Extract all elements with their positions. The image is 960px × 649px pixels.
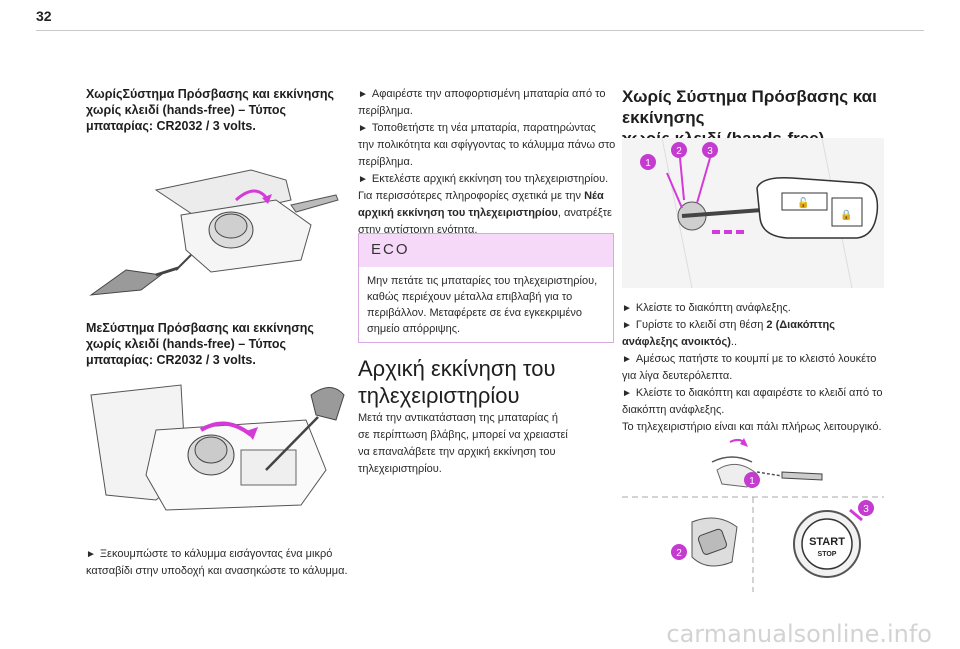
text-line: Το τηλεχειριστήριο είναι και πάλι πλήρως… — [622, 421, 882, 433]
line-text: Για περισσότερες πληροφορίες σχετικά με … — [358, 190, 582, 202]
section-body: Μετά την αντικατάσταση της μπαταρίας ή σ… — [358, 410, 620, 478]
callout-number: 1 — [645, 158, 651, 169]
text-line: ανάφλεξης ανοικτός).. — [622, 334, 922, 351]
play-arrow-icon: ► — [86, 549, 96, 560]
line-text: Γυρίστε το κλειδί στη θέση — [635, 319, 764, 331]
col3-instructions: ►Κλείστε το διακόπτη ανάφλεξης. ►Γυρίστε… — [622, 300, 922, 436]
section-line: Μετά την αντικατάσταση της μπαταρίας ή — [358, 412, 558, 424]
eco-box: ECO Μην πετάτε τις μπαταρίες του τηλεχει… — [358, 233, 614, 343]
section-line: να επαναλάβετε την αρχική εκκίνηση του — [358, 446, 556, 458]
text-line: περίβλημα. — [358, 105, 413, 117]
eco-line: σημείο απόρριψης. — [367, 323, 461, 335]
key-in-ignition-illustration: 🔓 🔒 1 2 3 — [622, 138, 884, 288]
bullet-text: Ξεκουμπώστε το κάλυμμα εισάγοντας ένα μι… — [99, 548, 333, 560]
line-text: Αμέσως πατήστε το κουμπί με το κλειστό λ… — [635, 353, 877, 365]
key-fob-open-illustration — [90, 384, 345, 511]
key-fob-icon — [154, 169, 339, 273]
line-text: Εκτελέστε αρχική εκκίνηση του τηλεχειρισ… — [371, 173, 609, 185]
text-line: ►Εκτελέστε αρχική εκκίνηση του τηλεχειρι… — [358, 171, 620, 188]
bullet-line: ►Ξεκουμπώστε το κάλυμμα εισάγοντας ένα μ… — [86, 546, 351, 563]
play-arrow-icon: ► — [622, 303, 632, 314]
callout-number: 2 — [676, 548, 682, 559]
section-line: σε περίπτωση βλάβης, μπορεί να χρειαστεί — [358, 429, 568, 441]
callout-3: 3 — [858, 500, 874, 516]
start-stop-button-icon: START STOP — [793, 510, 861, 578]
line-text: Κλείστε το διακόπτη και αφαιρέστε το κλε… — [635, 387, 883, 399]
bold-reference: αρχική εκκίνηση του τηλεχειριστηρίου — [358, 207, 558, 219]
svg-text:🔓: 🔓 — [797, 196, 809, 209]
watermark: carmanualsonline.info — [666, 620, 932, 648]
col2-instructions: ►Αφαιρέστε την αποφορτισμένη μπαταρία απ… — [358, 86, 620, 239]
text-line: ►Τοποθετήστε τη νέα μπαταρία, παρατηρώντ… — [358, 120, 620, 137]
bold-position: 2 (Διακόπτης — [766, 319, 835, 331]
ref-suffix: , ανατρέξτε — [557, 207, 612, 219]
text-line: ►Κλείστε το διακόπτη ανάφλεξης. — [622, 300, 922, 317]
callout-number: 3 — [863, 504, 869, 515]
play-arrow-icon: ► — [358, 174, 368, 185]
heading-line: χωρίς κλειδί (hands-free) – Τύπος — [86, 337, 286, 351]
eco-line: περιβάλλον. Μεταφέρετε σε ένα εγκεκριμέν… — [367, 307, 582, 319]
text-line: ►Κλείστε το διακόπτη και αφαιρέστε το κλ… — [622, 385, 922, 402]
top-rule — [36, 30, 924, 31]
screwdriver-icon — [265, 387, 345, 471]
eco-line: καθώς περιέχουν μέταλλα επιβλαβή για το — [367, 291, 573, 303]
play-arrow-icon: ► — [622, 388, 632, 399]
text-line: ►Γυρίστε το κλειδί στη θέση 2 (Διακόπτης — [622, 317, 922, 334]
bold-position: ανάφλεξης ανοικτός) — [622, 336, 731, 348]
heading-line: ΧωρίςΣύστημα Πρόσβασης και εκκίνησης — [86, 87, 335, 101]
play-arrow-icon: ► — [622, 354, 632, 365]
callout-1: 1 — [640, 154, 656, 170]
heading-line: μπαταρίας: CR2032 / 3 volts. — [86, 353, 256, 367]
svg-text:🔒: 🔒 — [840, 209, 852, 221]
line-text: Τοποθετήστε τη νέα μπαταρία, παρατηρώντα… — [371, 122, 596, 134]
callout-number: 1 — [749, 476, 755, 487]
callout-number: 3 — [707, 146, 713, 157]
line-text: Αφαιρέστε την αποφορτισμένη μπαταρία από… — [371, 88, 606, 100]
section-title-line: Αρχική εκκίνηση του — [358, 356, 556, 381]
stop-label: STOP — [818, 551, 837, 558]
text-line: για λίγα δευτερόλεπτα. — [622, 370, 733, 382]
heading-line: Χωρίς Σύστημα Πρόσβασης και εκκίνησης — [622, 87, 877, 127]
text-line: ►Αφαιρέστε την αποφορτισμένη μπαταρία απ… — [358, 86, 620, 103]
heading-line: μπαταρίας: CR2032 / 3 volts. — [86, 119, 256, 133]
eco-body: Μην πετάτε τις μπαταρίες του τηλεχειριστ… — [359, 267, 613, 343]
play-arrow-icon: ► — [358, 123, 368, 134]
key-fob-icon: 🔓 🔒 — [756, 176, 879, 239]
callout-number: 2 — [676, 146, 682, 157]
callout-1: 1 — [744, 472, 760, 488]
text-line: την πολικότητα και σφίγγοντας το κάλυμμα… — [358, 139, 616, 151]
key-fob-cover-illustration — [89, 169, 339, 296]
key-fob-icon — [145, 419, 327, 511]
callout-2: 2 — [671, 142, 687, 158]
text-line: αρχική εκκίνηση του τηλεχειριστηρίου, αν… — [358, 205, 620, 222]
section-line: τηλεχειριστηρίου. — [358, 463, 442, 475]
col1-heading1: ΧωρίςΣύστημα Πρόσβασης και εκκίνησης χωρ… — [86, 86, 346, 134]
heading-line: ΜεΣύστημα Πρόσβασης και εκκίνησης — [86, 321, 314, 335]
callout-2: 2 — [671, 544, 687, 560]
col1-bullet: ►Ξεκουμπώστε το κάλυμμα εισάγοντας ένα μ… — [86, 546, 351, 580]
bullet-line: κατσαβίδι στην υποδοχή και ανασηκώστε το… — [86, 565, 348, 577]
text-line: διακόπτη ανάφλεξης. — [622, 404, 725, 416]
text-line: περίβλημα. — [358, 156, 413, 168]
section-title-line: τηλεχειριστηρίου — [358, 383, 520, 408]
start-label: START — [809, 536, 845, 548]
play-arrow-icon: ► — [622, 320, 632, 331]
section-title: Αρχική εκκίνηση του τηλεχειριστηρίου — [358, 355, 620, 409]
line-text: Κλείστε το διακόπτη ανάφλεξης. — [635, 302, 791, 314]
heading-line: χωρίς κλειδί (hands-free) – Τύπος — [86, 103, 286, 117]
callout-3: 3 — [702, 142, 718, 158]
screwdriver-icon — [89, 254, 192, 296]
text-line: Για περισσότερες πληροφορίες σχετικά με … — [358, 188, 620, 205]
pos-suffix: .. — [730, 336, 738, 348]
ignition-start-illustration: 1 2 START STOP 3 — [622, 438, 884, 592]
col1-heading2: ΜεΣύστημα Πρόσβασης και εκκίνησης χωρίς … — [86, 320, 346, 368]
eco-title: ECO — [359, 234, 613, 267]
bold-reference: Νέα — [584, 190, 604, 202]
text-line: ►Αμέσως πατήστε το κουμπί με το κλειστό … — [622, 351, 922, 368]
play-arrow-icon: ► — [358, 89, 368, 100]
page-number: 32 — [36, 8, 52, 24]
eco-line: Μην πετάτε τις μπαταρίες του τηλεχειριστ… — [367, 275, 598, 287]
